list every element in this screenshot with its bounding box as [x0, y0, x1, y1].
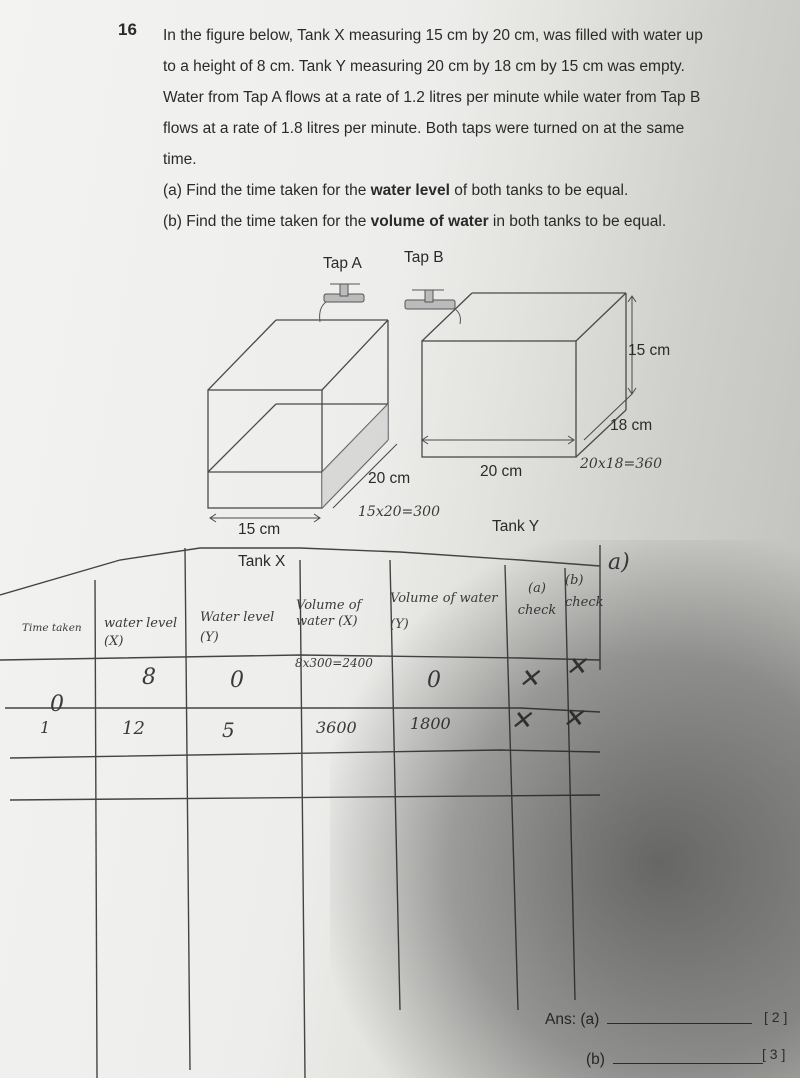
table-row-1-time: 0 [50, 692, 64, 717]
handwritten-base-y: 20x18=360 [580, 456, 662, 472]
question-line-5: time. [163, 151, 197, 168]
table-header-check-a: (a) check [517, 581, 557, 618]
table-row-1-volume-x: 8x300=2400 [295, 656, 373, 670]
tank-x-name: Tank X [238, 553, 286, 570]
question-number: 16 [118, 20, 137, 39]
tank-y-depth-label: 18 cm [610, 417, 653, 434]
tap-a-label: Tap A [323, 255, 362, 272]
table-row-2-volume-x: 3600 [316, 718, 357, 737]
table-row-1-volume-y: 0 [427, 668, 441, 693]
tank-x-drawing [207, 319, 389, 509]
table-row-2-level-x: 12 [122, 718, 145, 739]
tank-y-name: Tank Y [492, 518, 540, 535]
answer-b-marks: [ 3 ] [762, 1046, 786, 1062]
answer-a: Ans: (a) [545, 1011, 753, 1029]
tank-y-width-label: 20 cm [480, 463, 523, 480]
handwritten-base-x: 15x20=300 [358, 504, 440, 520]
table-row-2-volume-y: 1800 [410, 714, 451, 733]
question-line-4: flows at a rate of 1.8 litres per minute… [163, 120, 685, 137]
answer-a-blank[interactable] [607, 1023, 753, 1024]
part-a: (a) Find the time taken for the water le… [163, 175, 788, 206]
table-header-volume-x: Volume of water (X) [296, 598, 362, 629]
table-header-level-x: water level (X) [104, 616, 178, 649]
table-header-level-y: Water level (Y) [200, 610, 275, 645]
tap-b-label: Tap B [404, 249, 444, 266]
table-row-1-check-b: ✕ [565, 652, 587, 682]
table-header-check-b: (b) check [565, 573, 604, 610]
part-a-prefix: (a) Find the time taken for the [163, 182, 371, 199]
part-b-suffix: in both tanks to be equal. [488, 213, 667, 230]
part-a-suffix: of both tanks to be equal. [449, 182, 629, 199]
answer-b-label: (b) [586, 1051, 605, 1068]
tank-y-height-label: 15 cm [628, 342, 671, 359]
dimension-arrows [209, 295, 637, 523]
question-text: In the figure below, Tank X measuring 15… [163, 20, 788, 237]
answer-a-marks: [ 2 ] [764, 1009, 788, 1025]
table-row-2-check-b: ✕ [562, 704, 584, 734]
answer-a-label: Ans: (a) [545, 1011, 600, 1028]
tap-a-icon [319, 283, 365, 323]
table-header-time: Time taken [22, 622, 82, 634]
answer-b: (b) [586, 1051, 763, 1069]
part-b-emphasis: volume of water [370, 213, 489, 230]
table-row-2-check-a: ✕ [510, 706, 532, 736]
answer-b-blank[interactable] [612, 1063, 763, 1064]
part-b: (b) Find the time taken for the volume o… [163, 206, 788, 237]
question-line-2: to a height of 8 cm. Tank Y measuring 20… [163, 58, 685, 75]
tank-x-width-label: 15 cm [238, 521, 281, 538]
tank-x-depth-label: 20 cm [368, 470, 411, 487]
handwritten-part-label: a) [608, 550, 630, 575]
part-b-prefix: (b) Find the time taken for the [163, 213, 371, 230]
tank-y-drawing [421, 292, 627, 458]
table-row-2-time: 1 [40, 718, 51, 737]
part-a-emphasis: water level [370, 182, 450, 199]
question-line-1: In the figure below, Tank X measuring 15… [163, 27, 703, 44]
table-header-volume-y: Volume of water (Y) [390, 591, 498, 632]
table-row-2-level-y: 5 [222, 718, 235, 742]
table-row-1-level-x: 8 [142, 665, 156, 690]
tap-b-icon [404, 289, 461, 325]
table-row-1-level-y: 0 [230, 668, 244, 693]
question-line-3: Water from Tap A flows at a rate of 1.2 … [163, 89, 701, 106]
table-row-1-check-a: ✕ [518, 664, 540, 694]
